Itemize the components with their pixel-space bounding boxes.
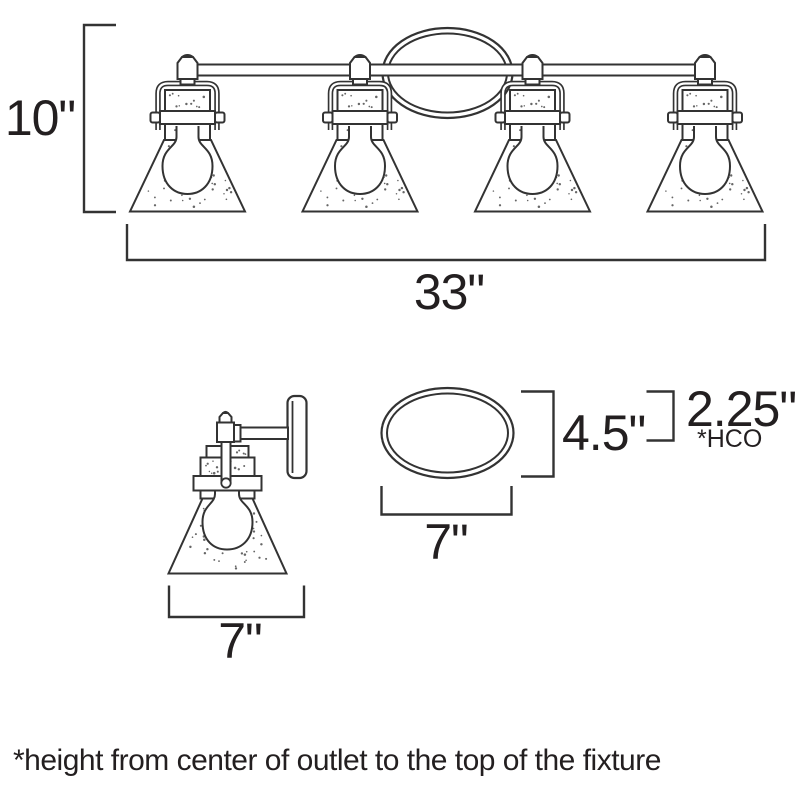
light-unit-3: [475, 55, 590, 212]
light-unit-2: [303, 55, 418, 212]
dimension-fixture-width: 33": [125, 224, 767, 320]
backplate-top-view: [380, 386, 515, 480]
footnote-text: *height from center of outlet to the top…: [13, 744, 661, 777]
wall-plate-side: [286, 394, 308, 480]
dimension-hco: 2.25" *HCO: [646, 381, 797, 453]
stem-side: [220, 441, 232, 484]
thumbscrew: [220, 477, 232, 489]
dimension-backplate-height: 4.5": [521, 390, 646, 478]
dimension-fixture-height: 10": [5, 23, 116, 214]
dimension-sconce-depth: 7": [167, 585, 306, 669]
dimension-backplate-width: 7": [380, 486, 513, 570]
fixture-bar: [186, 63, 707, 77]
vanity-fixture-front-view: [130, 26, 763, 212]
bulb-side: [201, 490, 254, 551]
swivel-socket: [216, 421, 235, 443]
sconce-side-view: [166, 394, 308, 575]
fixture-height-label: 10": [5, 90, 75, 146]
light-unit-4: [648, 55, 763, 212]
fixture-width-label: 33": [414, 264, 484, 320]
backplate-width-label: 7": [424, 514, 468, 570]
backplate-height-label: 4.5": [562, 405, 645, 461]
hco-value-label: 2.25": [686, 381, 796, 437]
mount-arm: [238, 426, 289, 440]
hco-abbrev-label: *HCO: [697, 425, 762, 453]
light-unit-1: [130, 55, 245, 212]
sconce-depth-label: 7": [218, 613, 262, 669]
